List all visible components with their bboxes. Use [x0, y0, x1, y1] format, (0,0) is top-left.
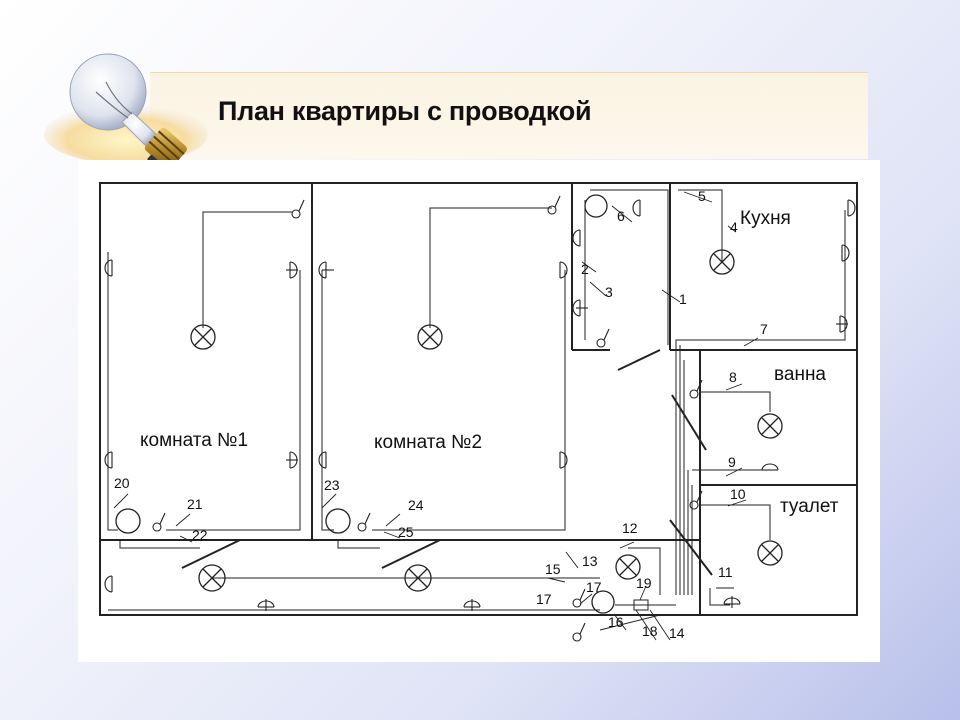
switch-icon [152, 512, 166, 532]
callout-number: 18 [642, 623, 658, 639]
light-bulb-icon [44, 53, 208, 170]
socket-icon [104, 259, 113, 277]
callout-number: 4 [730, 219, 738, 235]
switches [152, 195, 703, 642]
socket-icon [559, 261, 568, 279]
socket-icon [559, 451, 568, 469]
callout-number: 10 [730, 486, 746, 502]
callout-number: 16 [608, 614, 624, 630]
callout-number: 7 [760, 321, 768, 337]
electrical-panel [599, 599, 661, 631]
callout-number: 5 [698, 188, 706, 204]
lamp-icon [404, 564, 432, 592]
ceiling-lamps [190, 249, 783, 592]
lamp-icon [190, 324, 216, 350]
socket-icon [723, 596, 741, 608]
switch-icon [596, 328, 610, 348]
switch-icon [357, 512, 371, 532]
callout-number: 20 [114, 475, 130, 491]
room-label-toilet: туалет [780, 496, 839, 517]
switch-icon [572, 622, 586, 642]
socket-icon [286, 261, 298, 279]
room-label-room2: комната №2 [374, 432, 482, 453]
socket-icon [286, 451, 298, 469]
leader-lines [113, 191, 759, 641]
socket-icon [572, 299, 588, 317]
wiring [107, 189, 846, 611]
junction-boxes [115, 194, 615, 614]
switch-icon [291, 199, 305, 219]
switch-icon [689, 490, 703, 510]
socket-icon [572, 229, 581, 247]
floor-plan-panel: комната №1 комната №2 Кухня ванна туалет… [78, 160, 880, 662]
socket-icon [318, 261, 334, 279]
lamp-icon [615, 554, 641, 580]
callout-number: 24 [408, 497, 424, 513]
socket-icon [318, 451, 327, 469]
callout-number: 23 [324, 477, 340, 493]
title-band [150, 72, 868, 159]
switch-icon [572, 588, 586, 608]
callout-number: 8 [729, 369, 737, 385]
callout-number: 9 [728, 454, 736, 470]
callout-number: 25 [398, 524, 414, 540]
callout-number: 22 [192, 527, 208, 543]
callout-number: 15 [545, 561, 561, 577]
lamp-icon [757, 413, 783, 439]
door-lines [181, 349, 713, 576]
callout-number: 21 [187, 496, 203, 512]
socket-icon [104, 575, 113, 593]
room-label-kitchen: Кухня [740, 208, 791, 229]
callout-number: 14 [669, 625, 685, 641]
socket-icon [836, 315, 848, 333]
callout-number: 17 [586, 579, 602, 595]
lamp-icon [417, 324, 443, 350]
switch-icon [689, 379, 703, 399]
socket-icon [257, 599, 275, 611]
callout-number: 2 [581, 261, 589, 277]
socket-icon [841, 244, 850, 262]
socket-icon [463, 599, 481, 611]
callout-number: 3 [605, 284, 613, 300]
socket-icon [761, 463, 779, 471]
callout-number: 1 [679, 291, 687, 307]
callout-number: 19 [636, 575, 652, 591]
lamp-icon [709, 249, 735, 275]
socket-icon [104, 451, 113, 469]
lamp-icon [198, 564, 226, 592]
floor-plan: комната №1 комната №2 Кухня ванна туалет… [99, 182, 858, 642]
callout-number: 13 [582, 553, 598, 569]
room-label-bath: ванна [774, 364, 826, 385]
callout-number: 12 [622, 520, 638, 536]
sockets [104, 199, 856, 611]
page-title: План квартиры с проводкой [218, 96, 592, 126]
switch-icon [547, 195, 561, 215]
walls [99, 182, 858, 616]
socket-icon [632, 199, 641, 217]
callout-number: 11 [718, 564, 733, 580]
room-label-room1: комната №1 [140, 430, 248, 451]
socket-icon [847, 199, 856, 217]
lamp-icon [757, 540, 783, 566]
callout-number: 17 [536, 591, 552, 607]
callout-number: 6 [617, 208, 625, 224]
